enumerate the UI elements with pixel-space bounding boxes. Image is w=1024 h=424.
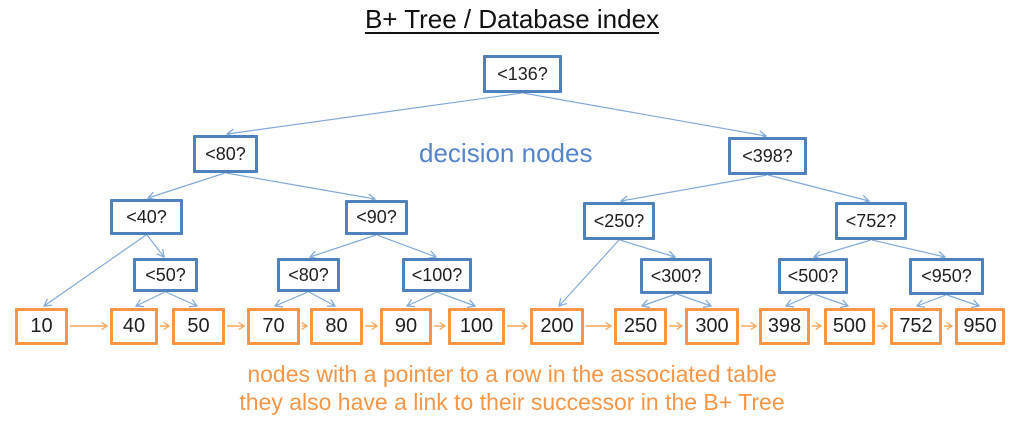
leaf-notes-line2: they also have a link to their successor…	[239, 389, 785, 415]
decision-node-300: <300?	[640, 258, 712, 294]
decision-node-40: <40?	[110, 199, 183, 235]
leaf-node-300: 300	[685, 308, 739, 345]
leaf-node-950: 950	[955, 308, 1005, 345]
decision-node-250: <250?	[583, 202, 655, 240]
decision-node-100: <100?	[402, 258, 472, 292]
leaf-notes: nodes with a pointer to a row in the ass…	[0, 360, 1024, 416]
decision-node-398: <398?	[728, 137, 807, 175]
decision-node-80: <80?	[193, 135, 258, 173]
leaf-node-500: 500	[824, 308, 875, 345]
decision-node-80b: <80?	[277, 258, 340, 292]
leaf-node-50: 50	[172, 308, 225, 345]
decision-node-752: <752?	[835, 202, 907, 240]
decision-node-90: <90?	[345, 200, 408, 235]
decision-node-500: <500?	[778, 258, 848, 294]
leaf-node-200: 200	[530, 308, 584, 345]
leaf-node-70: 70	[247, 308, 300, 345]
decision-nodes-label: decision nodes	[419, 138, 593, 168]
leaf-node-80: 80	[310, 308, 363, 345]
leaf-node-398: 398	[759, 308, 810, 345]
decision-node-50: <50?	[133, 258, 198, 292]
leaf-notes-line1: nodes with a pointer to a row in the ass…	[247, 361, 777, 387]
leaf-node-90: 90	[380, 308, 432, 345]
leaf-node-100: 100	[448, 308, 505, 345]
leaf-node-40: 40	[110, 308, 158, 345]
leaf-node-10: 10	[15, 308, 68, 345]
decision-node-136: <136?	[483, 55, 562, 93]
page-title: B+ Tree / Database index	[364, 4, 660, 34]
leaf-node-250: 250	[614, 308, 667, 345]
leaf-node-752: 752	[890, 308, 942, 345]
decision-node-950: <950?	[909, 258, 984, 295]
